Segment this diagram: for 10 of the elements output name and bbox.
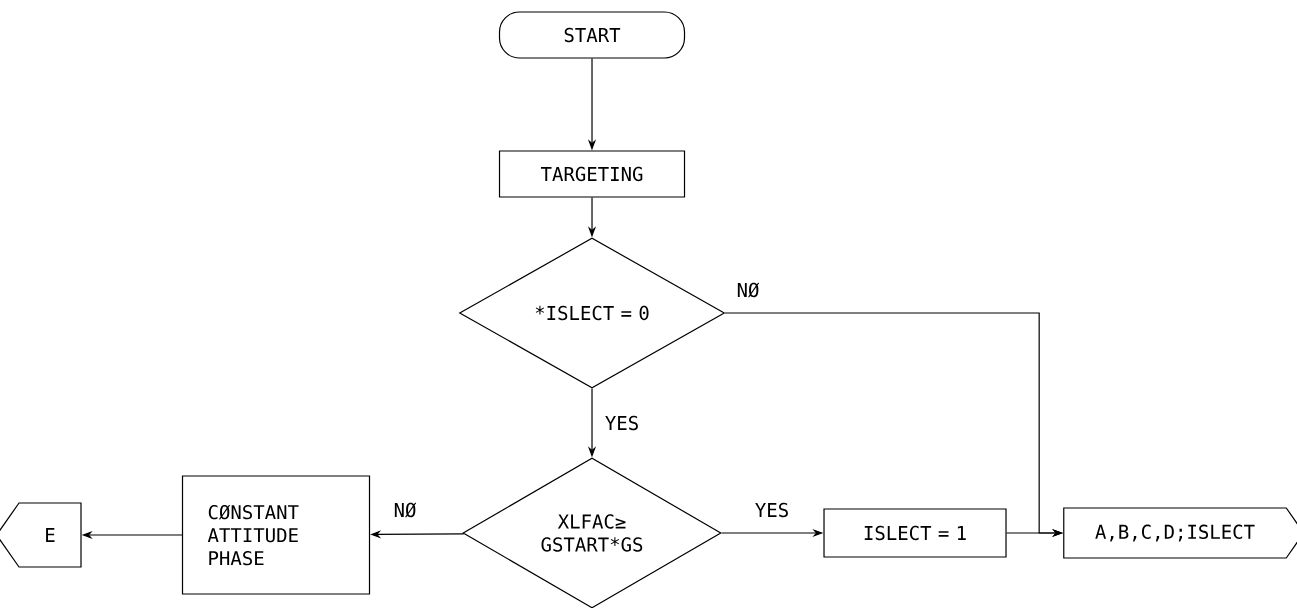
edge-label: YES bbox=[603, 414, 641, 432]
edge-label: NØ bbox=[392, 501, 418, 519]
process-box: ISLECT = 1 bbox=[823, 508, 1007, 558]
connector-pentagon: E bbox=[0, 502, 82, 568]
process-box: CØNSTANT ATTITUDE PHASE bbox=[181, 475, 371, 595]
edge-label: YES bbox=[753, 501, 791, 519]
process-box: TARGETING bbox=[498, 150, 686, 198]
edge-label: NØ bbox=[735, 281, 761, 299]
connector-pentagon: A,B,C,D;ISLECT bbox=[1063, 507, 1297, 559]
start-terminal: START bbox=[498, 11, 686, 59]
